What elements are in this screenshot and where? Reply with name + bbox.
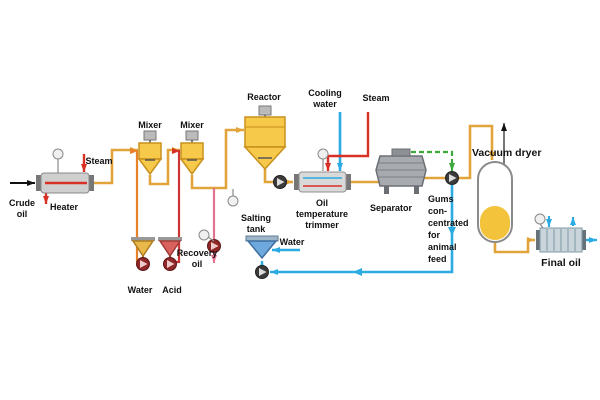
instrument-icon <box>534 213 546 225</box>
label-trimmer-2: temperature <box>296 209 348 219</box>
oil-temperature-trimmer-unit <box>294 171 351 193</box>
label-trimmer-1: Oil <box>316 198 328 208</box>
separator-unit <box>375 148 427 194</box>
label-crude-oil-1: Crude <box>9 198 35 208</box>
pump-impeller-icon <box>449 174 457 182</box>
label-recovery-oil-1: Recovery <box>177 248 218 258</box>
pipe-gums-water-return <box>270 185 454 275</box>
mixer2-cone <box>179 158 205 176</box>
instrument-stem <box>539 223 544 229</box>
pipe-to-vacuum-dryer <box>458 124 495 180</box>
mixer1-cone <box>137 158 163 176</box>
final-oil-cooler-unit <box>536 227 586 253</box>
salting-tank-cone <box>246 240 278 260</box>
label-cooling-water-1: Cooling <box>308 88 342 98</box>
acid-funnel-rim <box>158 237 182 241</box>
pump-impeller-icon <box>140 260 148 268</box>
label-salting-tank-1: Salting <box>241 213 271 223</box>
mixer1-motor-icon <box>143 130 157 141</box>
label-gums-6: feed <box>428 254 447 264</box>
heater-flange-left <box>36 175 41 191</box>
label-water-salting: Water <box>280 237 305 247</box>
heater-flange-right <box>89 175 94 191</box>
separator-body <box>375 155 427 187</box>
reactor-body <box>244 116 286 148</box>
label-salting-tank-2: tank <box>247 224 267 234</box>
mixer2-vessel <box>179 130 205 176</box>
label-mixer-1: Mixer <box>138 120 162 130</box>
instruments <box>52 148 546 242</box>
label-water-dosing: Water <box>128 285 153 295</box>
label-acid-dosing: Acid <box>162 285 182 295</box>
pipe-dryer-to-final-cooler <box>493 237 535 254</box>
mixer2-motor-icon <box>185 130 199 141</box>
trimmer-flange-left <box>294 174 299 190</box>
label-recovery-oil-2: oil <box>192 259 203 269</box>
cooler-flange-right <box>582 230 586 250</box>
separator-leg-left <box>384 186 389 194</box>
vacuum-dryer-vessel <box>477 161 513 243</box>
label-gums-2: con- <box>428 206 447 216</box>
reactor-vessel <box>243 105 287 171</box>
mixer1-body <box>138 142 162 160</box>
instrument-icon <box>198 229 210 241</box>
separator-top-cap <box>391 148 411 157</box>
instrument-stem <box>207 236 215 242</box>
pipe-steam-trimmer-in <box>325 112 370 171</box>
pump-impeller-icon <box>259 268 267 276</box>
pipe-reactor-to-pump <box>263 169 273 184</box>
label-gums-5: animal <box>428 242 457 252</box>
label-gums-3: centrated <box>428 218 469 228</box>
water-funnel-cone <box>131 240 155 258</box>
separator-leg-right <box>414 186 419 194</box>
pump-impeller-icon <box>277 178 285 186</box>
pipe-water-dosing <box>130 148 139 262</box>
pump-impeller-icon <box>167 260 175 268</box>
pipe-heater-to-mixer1 <box>94 147 138 185</box>
flow-arrow-down-icon <box>448 227 456 236</box>
label-final-oil: Final oil <box>541 257 581 269</box>
label-cooling-water-2: water <box>312 99 337 109</box>
label-reactor: Reactor <box>247 92 281 102</box>
pipe-acid-dosing <box>172 148 181 264</box>
pipe-mixer2-to-reactor <box>190 127 244 190</box>
label-steam-trimmer: Steam <box>362 93 389 103</box>
pipe-gums-out <box>411 150 455 171</box>
instrument-icon <box>52 148 64 160</box>
instrument-icon <box>317 148 329 160</box>
salting-tank-vessel <box>245 235 279 260</box>
trimmer-flange-right <box>346 174 351 190</box>
flow-arrow-left-icon <box>353 268 362 276</box>
label-crude-oil-2: oil <box>17 209 28 219</box>
label-vacuum-dryer: Vacuum dryer <box>472 147 541 159</box>
label-steam-heater: Steam <box>85 156 112 166</box>
pumps <box>136 171 459 279</box>
pipes <box>10 112 597 276</box>
pump-impeller-icon <box>211 242 219 250</box>
labels: Crude oil Heater Steam Mixer Mixer React… <box>9 88 581 295</box>
mixer2-body <box>180 142 204 160</box>
label-gums-4: for <box>428 230 440 240</box>
trimmer-body <box>298 171 347 193</box>
mixer1-vessel <box>137 130 163 176</box>
label-mixer-2: Mixer <box>180 120 204 130</box>
instrument-icon <box>227 195 239 207</box>
label-trimmer-3: trimmer <box>305 220 339 230</box>
cooler-flange-left <box>536 230 540 250</box>
water-dosing-funnel <box>131 237 155 258</box>
water-funnel-rim <box>131 237 155 241</box>
label-heater: Heater <box>50 202 79 212</box>
vacuum-dryer-liquid <box>480 206 510 240</box>
label-gums-1: Gums <box>428 194 454 204</box>
acid-funnel-cone <box>158 240 182 258</box>
label-separator: Separator <box>370 203 413 213</box>
heater-unit <box>36 172 94 194</box>
reactor-motor-icon <box>258 105 272 116</box>
